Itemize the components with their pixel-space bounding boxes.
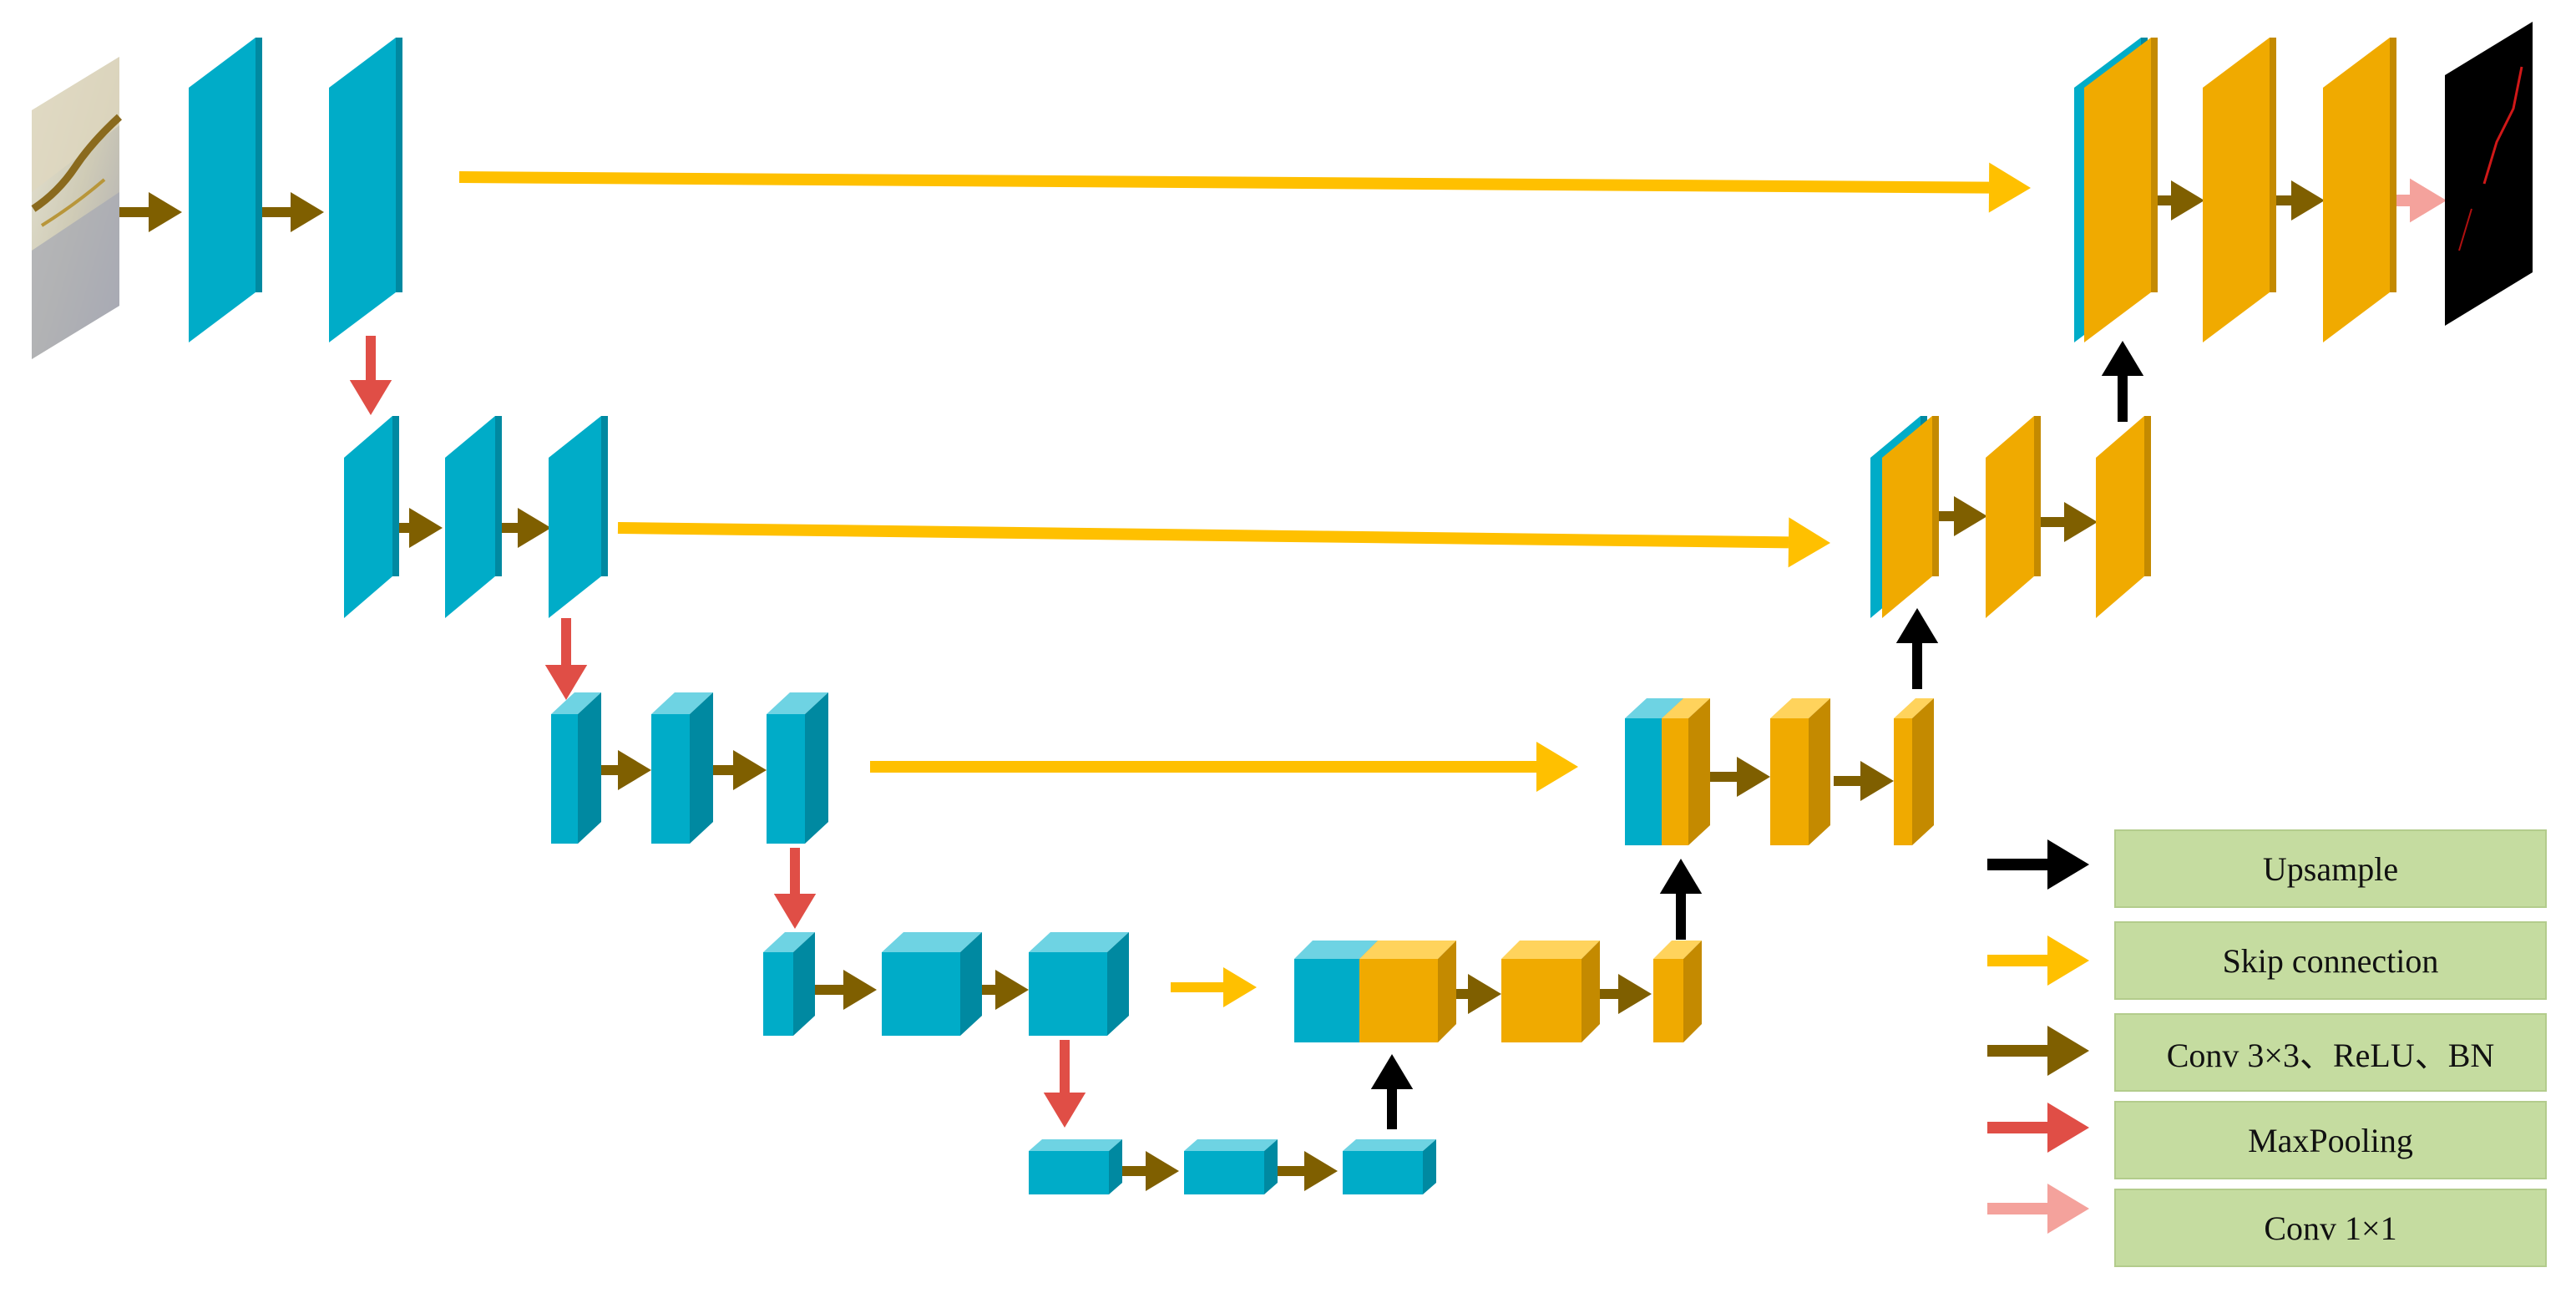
conv1x1-arrow-output xyxy=(2388,178,2447,223)
legend-upsample-box: Upsample xyxy=(2114,829,2547,908)
decoder-l1-sheet-3 xyxy=(2323,38,2396,342)
decoder-l4-concat-decoder-part xyxy=(1359,941,1456,1042)
conv-arrow-l1-1 xyxy=(119,192,182,232)
arrows-layer xyxy=(119,162,2447,1234)
conv-arrow-d3-2 xyxy=(1834,761,1894,801)
bottleneck-block-2 xyxy=(1184,1139,1278,1194)
upsample-arrow-d3 xyxy=(1895,608,1939,689)
skip-arrow-l4 xyxy=(1171,967,1257,1007)
legend-maxpooling-label: MaxPooling xyxy=(2248,1121,2413,1159)
maxpool-arrow-l1 xyxy=(349,336,392,415)
conv-arrow-l4-1 xyxy=(808,970,877,1010)
maxpool-arrow-l4 xyxy=(1043,1040,1086,1128)
images-layer xyxy=(31,22,2533,359)
decoder-l3-block-3 xyxy=(1894,698,1934,845)
legend-conv3x3-box: Conv 3×3、ReLU、BN xyxy=(2114,1013,2547,1092)
conv-arrow-d3-1 xyxy=(1710,757,1770,797)
bottleneck-block-1 xyxy=(1029,1139,1122,1194)
skip-arrow-l2 xyxy=(617,517,1830,568)
skip-arrow-l3 xyxy=(870,742,1578,792)
upsample-arrow-d4 xyxy=(1659,859,1703,940)
conv-arrow-l1-2 xyxy=(259,192,324,232)
bottleneck-block-3 xyxy=(1343,1139,1436,1194)
maxpool-arrow-l3 xyxy=(773,848,817,929)
decoder-l2-sheet-3 xyxy=(2096,416,2151,618)
blocks-layer xyxy=(189,38,2396,1194)
encoder-l4-block-2 xyxy=(882,932,982,1036)
legend-conv1x1-arrow xyxy=(1987,1184,2089,1234)
input-image xyxy=(31,57,123,359)
decoder-l2-concat-decoder-part xyxy=(1882,416,1939,618)
decoder-l4-block-3 xyxy=(1653,941,1702,1042)
encoder-l3-block-1 xyxy=(551,692,601,844)
encoder-l1-sheet-2 xyxy=(329,38,402,342)
encoder-l2-sheet-3 xyxy=(549,416,608,618)
decoder-l3-concat-decoder-part xyxy=(1662,698,1710,845)
encoder-l4-block-1 xyxy=(763,932,815,1036)
encoder-l1-sheet-1 xyxy=(189,38,262,342)
conv-arrow-bottleneck-1 xyxy=(1116,1151,1179,1191)
legend-upsample-arrow xyxy=(1987,839,2089,890)
encoder-l4-block-3 xyxy=(1029,932,1129,1036)
encoder-l3-block-3 xyxy=(767,692,828,844)
legend-skip-connection-box: Skip connection xyxy=(2114,921,2547,1000)
encoder-l2-sheet-1 xyxy=(344,416,399,618)
encoder-l2-sheet-2 xyxy=(445,416,502,618)
decoder-l1-sheet-2 xyxy=(2203,38,2276,342)
legend-conv3x3-label: Conv 3×3、ReLU、BN xyxy=(2166,1037,2495,1074)
decoder-l2-sheet-2 xyxy=(1986,416,2041,618)
decoder-l3-block-2 xyxy=(1770,698,1830,845)
conv-arrow-d4-1 xyxy=(1449,974,1501,1014)
legend-maxpooling-box: MaxPooling xyxy=(2114,1101,2547,1179)
legend-skip-connection-label: Skip connection xyxy=(2222,941,2439,980)
legend-conv1x1-label: Conv 1×1 xyxy=(2264,1209,2397,1247)
legend-upsample-label: Upsample xyxy=(2262,849,2399,888)
legend-conv1x1-box: Conv 1×1 xyxy=(2114,1189,2547,1267)
legend-skip-arrow xyxy=(1987,936,2089,986)
encoder-l3-block-2 xyxy=(651,692,713,844)
legend-maxpool-arrow xyxy=(1987,1103,2089,1153)
decoder-l4-block-2 xyxy=(1501,941,1600,1042)
upsample-arrow-bottleneck xyxy=(1370,1054,1414,1129)
skip-arrow-l1 xyxy=(458,162,2031,213)
upsample-arrow-d2 xyxy=(2101,341,2144,422)
conv-arrow-bottleneck-2 xyxy=(1276,1151,1338,1191)
legend-conv-arrow xyxy=(1987,1026,2089,1076)
output-mask-image xyxy=(2445,22,2533,326)
decoder-l1-concat-decoder-part xyxy=(2084,38,2158,342)
maxpool-arrow-l2 xyxy=(544,618,588,700)
